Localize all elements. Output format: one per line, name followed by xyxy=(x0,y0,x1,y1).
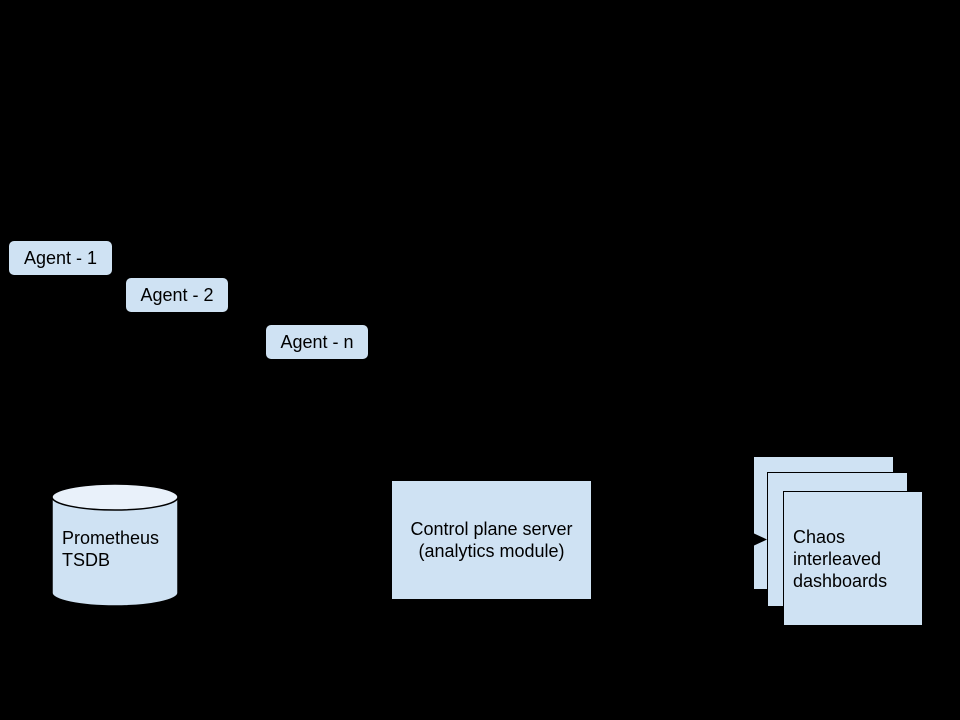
node-agent-1: Agent - 1 xyxy=(8,240,113,276)
node-prometheus-tsdb-label: Prometheus TSDB xyxy=(62,528,160,570)
node-agent-n-label: Agent - n xyxy=(280,332,354,352)
node-control-plane-server-label: Control plane server (analytics module) xyxy=(410,519,573,561)
node-agent-1-label: Agent - 1 xyxy=(23,248,98,268)
node-chaos-dashboards: Chaos interleaved dashboards xyxy=(783,491,923,626)
database-cylinder-icon xyxy=(51,483,179,607)
node-chaos-dashboards-label: Chaos interleaved dashboards xyxy=(793,526,888,591)
node-control-plane-server: Control plane server (analytics module) xyxy=(391,480,592,600)
node-agent-2-label: Agent - 2 xyxy=(140,285,214,305)
node-agent-n: Agent - n xyxy=(265,324,369,360)
node-agent-2: Agent - 2 xyxy=(125,277,229,313)
node-prometheus-tsdb: Prometheus TSDB xyxy=(51,483,179,607)
